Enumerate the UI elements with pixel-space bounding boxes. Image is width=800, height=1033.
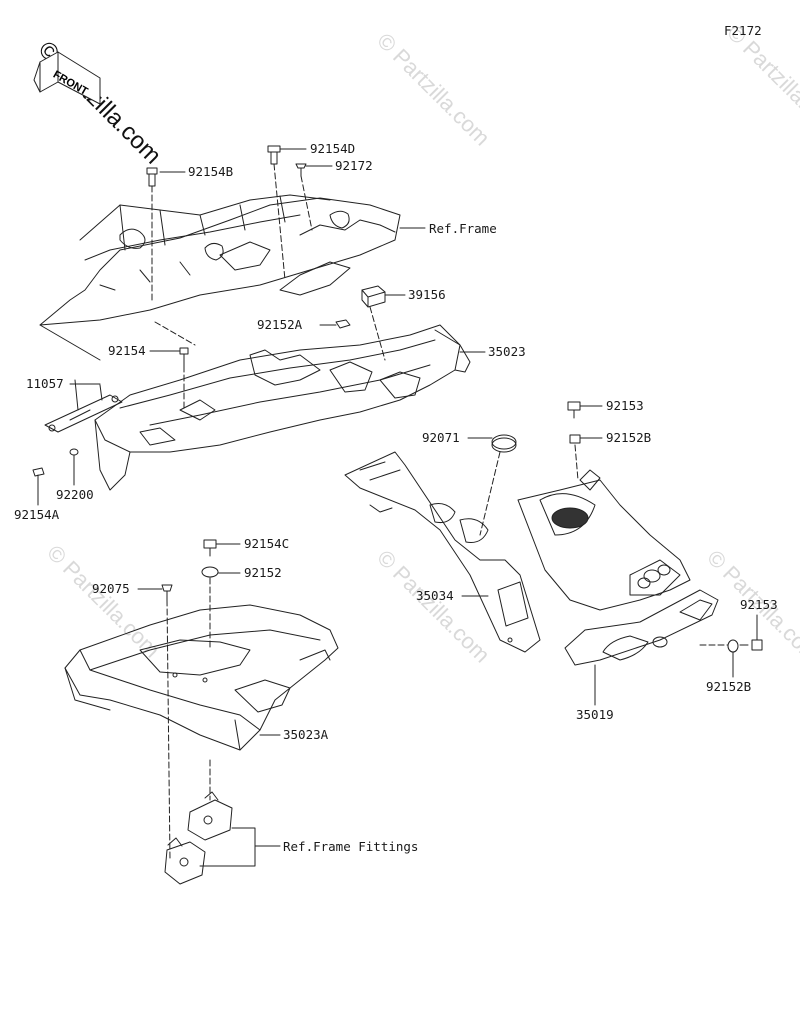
label-35019: 35019 <box>576 707 614 722</box>
label-ref-frame: Ref.Frame <box>429 221 497 236</box>
nut-92152b-top-icon <box>569 434 581 444</box>
bolt-92154d-icon <box>267 145 281 165</box>
license-bracket-35034 <box>344 451 541 653</box>
label-92172: 92172 <box>335 158 373 173</box>
label-11057: 11057 <box>26 376 64 391</box>
bolt-92154-icon <box>179 347 189 367</box>
bracket-11057-icon <box>44 379 123 433</box>
nut-92152b-right-icon <box>727 639 739 653</box>
rear-fender-35023 <box>94 324 471 491</box>
label-92154: 92154 <box>108 343 146 358</box>
label-92154A: 92154A <box>14 507 60 522</box>
label-35023A: 35023A <box>283 727 329 742</box>
bolt-92153-top-icon <box>567 401 581 419</box>
label-92200: 92200 <box>56 487 94 502</box>
front-arrow-icon <box>33 51 101 105</box>
screw-92075-icon <box>161 584 173 601</box>
front-label: FRONT <box>51 69 90 98</box>
damper-39156-icon <box>361 285 386 308</box>
label-35034: 35034 <box>416 588 454 603</box>
bolt-92153-right-icon <box>739 639 763 651</box>
label-92154B: 92154B <box>188 164 234 179</box>
bolt-92154c-icon <box>203 539 217 557</box>
nut-92152a-icon <box>335 319 351 329</box>
inner-fender-35023a <box>64 604 339 751</box>
nut-92152-icon <box>201 566 219 578</box>
tail-cover-35019 <box>517 469 719 666</box>
figure-code: F2172 <box>724 23 762 38</box>
label-92154D: 92154D <box>310 141 356 156</box>
rear-frame-outline <box>39 194 401 326</box>
label-92075: 92075 <box>92 581 130 596</box>
label-35023: 35023 <box>488 344 526 359</box>
label-92152B-right: 92152B <box>706 679 752 694</box>
screw-92172-icon <box>295 163 307 177</box>
label-92152: 92152 <box>244 565 282 580</box>
label-92153-top: 92153 <box>606 398 644 413</box>
front-label-wrap: FRONT <box>51 69 90 98</box>
bolt-92154b-icon <box>146 167 158 187</box>
frame-fittings-icon <box>164 791 233 885</box>
label-39156: 39156 <box>408 287 446 302</box>
bolt-92154a-icon <box>32 467 45 491</box>
washer-92200-icon <box>69 448 79 456</box>
label-ref-frame-fittings: Ref.Frame Fittings <box>283 839 419 854</box>
grommet-92071-icon <box>491 434 517 453</box>
label-92152B-top: 92152B <box>606 430 652 445</box>
label-92153-right: 92153 <box>740 597 778 612</box>
label-92154C: 92154C <box>244 536 290 551</box>
label-92152A: 92152A <box>257 317 303 332</box>
label-92071: 92071 <box>422 430 460 445</box>
